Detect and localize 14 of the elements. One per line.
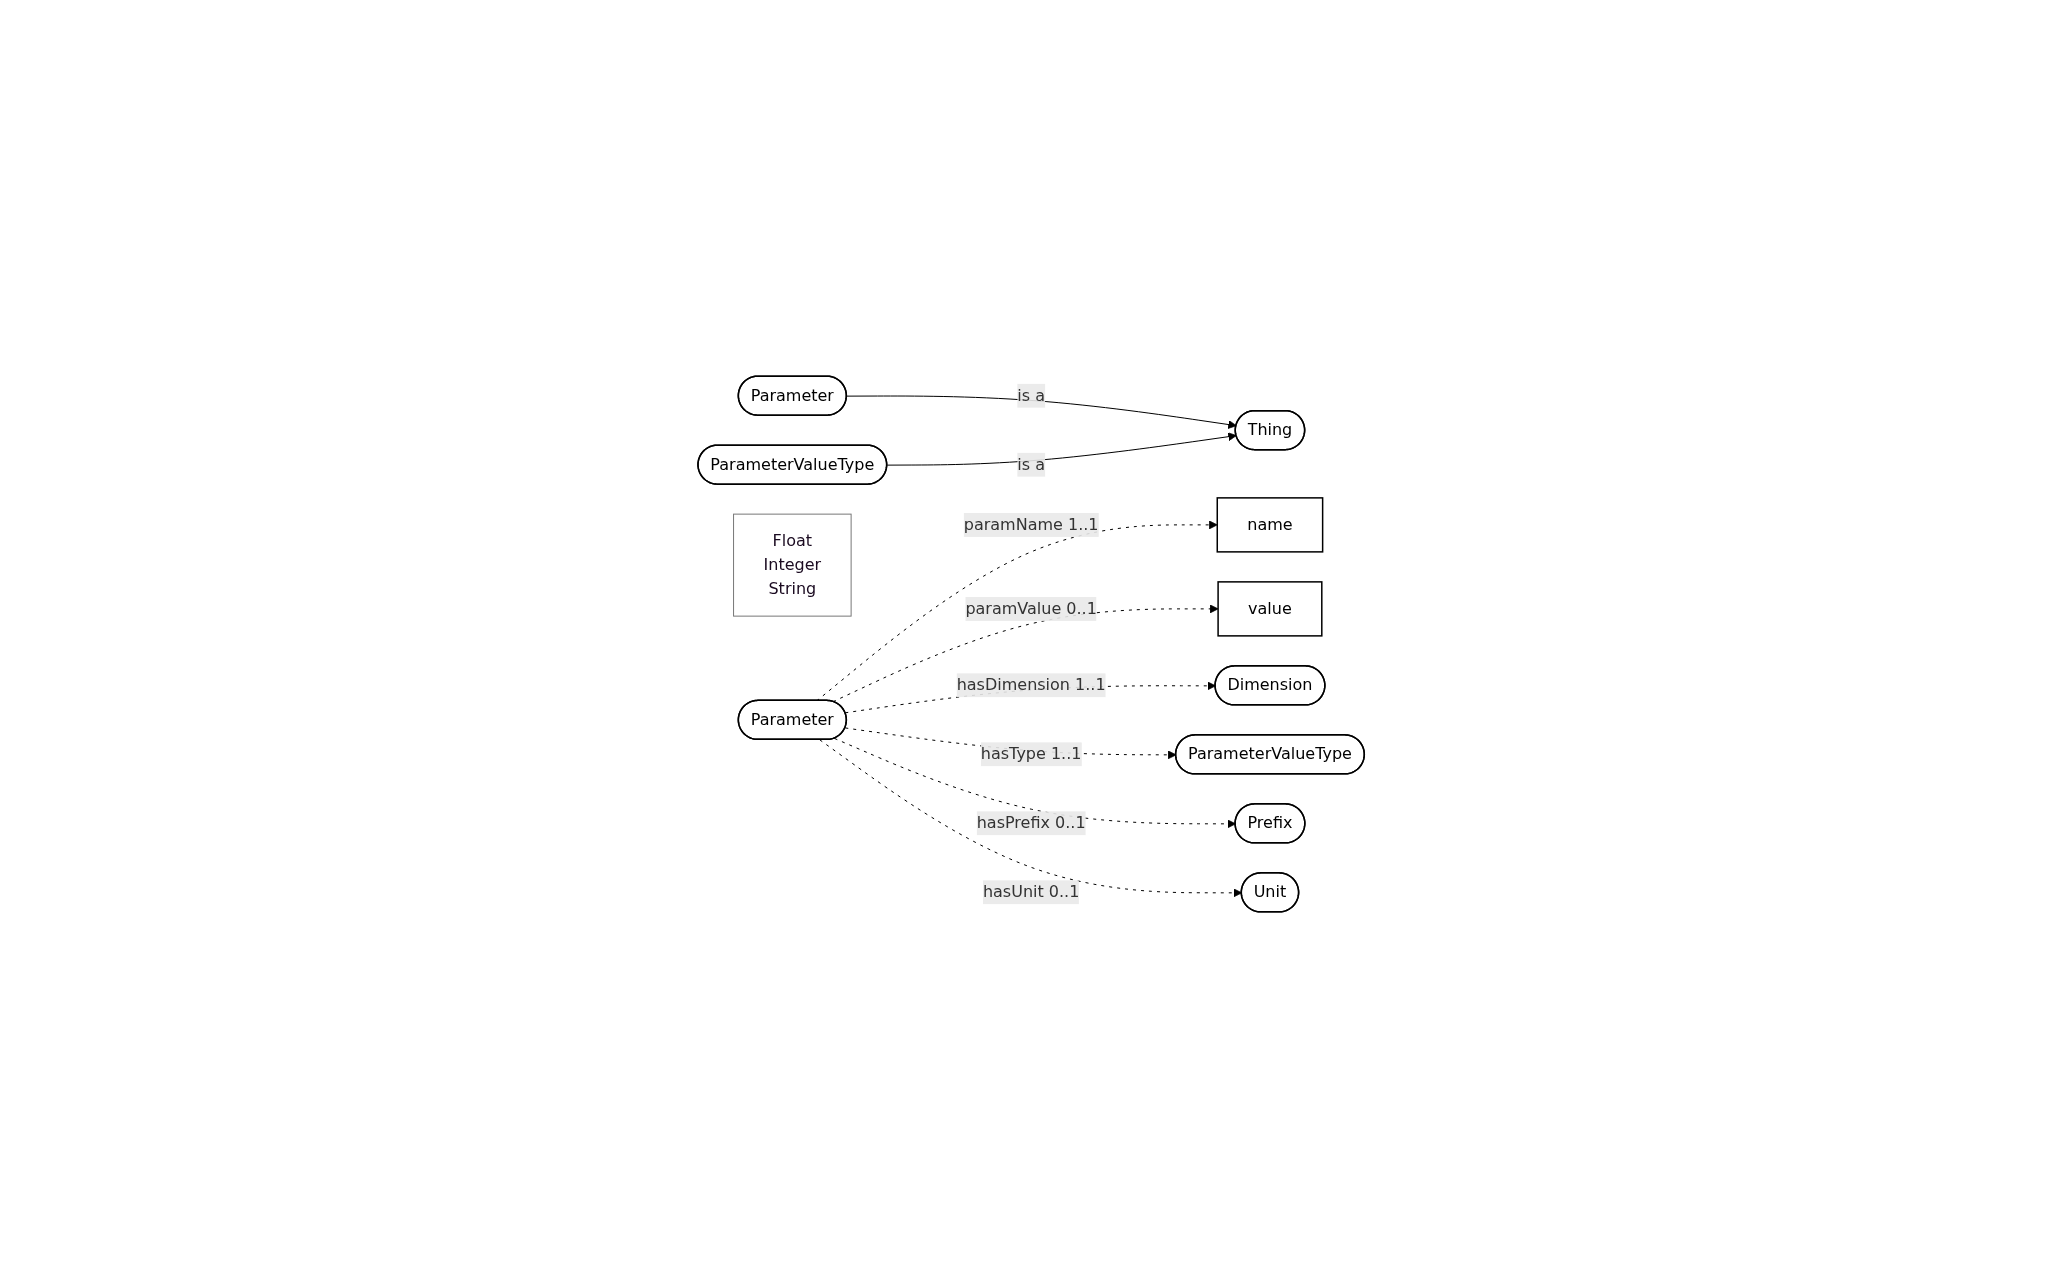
edge-label: paramName 1..1 xyxy=(963,514,1099,534)
arrow xyxy=(846,395,1237,429)
edge-label: hasUnit 0..1 xyxy=(982,881,1080,901)
edge-label: is a xyxy=(1017,454,1045,474)
edge-label: is a xyxy=(1017,385,1045,405)
arrow xyxy=(833,737,1236,828)
edge-label: hasPrefix 0..1 xyxy=(976,812,1086,832)
node-box: name xyxy=(1216,496,1324,553)
edge-label: hasDimension 1..1 xyxy=(956,674,1106,694)
edge-label: hasType 1..1 xyxy=(980,743,1082,763)
edge-label: paramValue 0..1 xyxy=(965,598,1097,618)
arrow xyxy=(886,431,1237,466)
node-box: Float Integer String xyxy=(732,513,852,617)
node-box: value xyxy=(1217,580,1323,637)
